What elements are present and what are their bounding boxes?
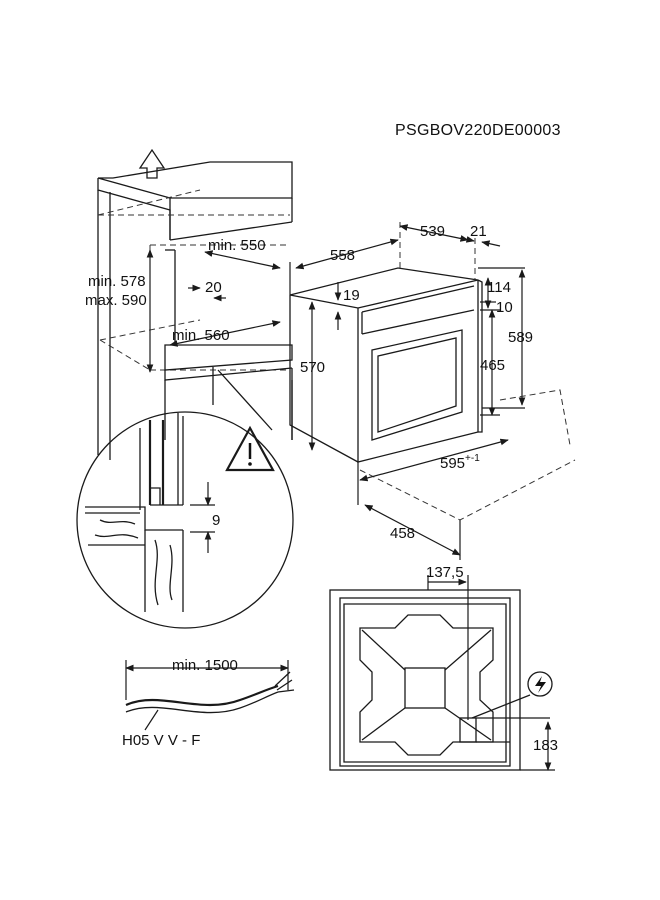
cabinet-dimensions: min. 550 min. 578 max. 590 20 min. 560 (85, 237, 281, 373)
label-137-5: 137,5 (426, 564, 464, 581)
power-socket (459, 717, 477, 743)
up-arrow-icon (138, 148, 166, 179)
label-595-tolerance: +-1 (465, 453, 480, 464)
label-21: 21 (470, 223, 487, 240)
label-19: 19 (343, 287, 360, 304)
label-min-560: min. 560 (172, 327, 230, 344)
electric-icon (527, 671, 553, 697)
oven-body (289, 222, 483, 463)
model-code: PSGBOV220DE00003 (395, 122, 561, 139)
label-183: 183 (533, 737, 558, 754)
label-465: 465 (480, 357, 505, 374)
warning-icon (225, 425, 275, 472)
label-gap-20: 20 (205, 279, 222, 296)
label-gap-9: 9 (212, 512, 220, 529)
label-min-1500: min. 1500 (172, 657, 238, 674)
label-458: 458 (390, 525, 415, 542)
oven-dimensions: 558 539 21 19 570 114 10 465 589 595+-1 … (289, 223, 576, 560)
label-114: 114 (487, 279, 511, 296)
power-cable: min. 1500 H05 V V - F (122, 657, 295, 749)
label-min-550: min. 550 (208, 237, 266, 254)
label-cable-type: H05 V V - F (122, 732, 200, 749)
label-max-590: max. 590 (85, 292, 147, 309)
label-558: 558 (330, 247, 355, 264)
label-539: 539 (420, 223, 445, 240)
label-10: 10 (496, 299, 513, 316)
oven-rear-view: 137,5 183 (329, 564, 558, 771)
detail-circle: 9 (76, 411, 294, 629)
label-595: 595+-1 (440, 453, 480, 472)
label-589: 589 (508, 329, 533, 346)
label-min-578: min. 578 (88, 273, 146, 290)
label-570: 570 (300, 359, 325, 376)
